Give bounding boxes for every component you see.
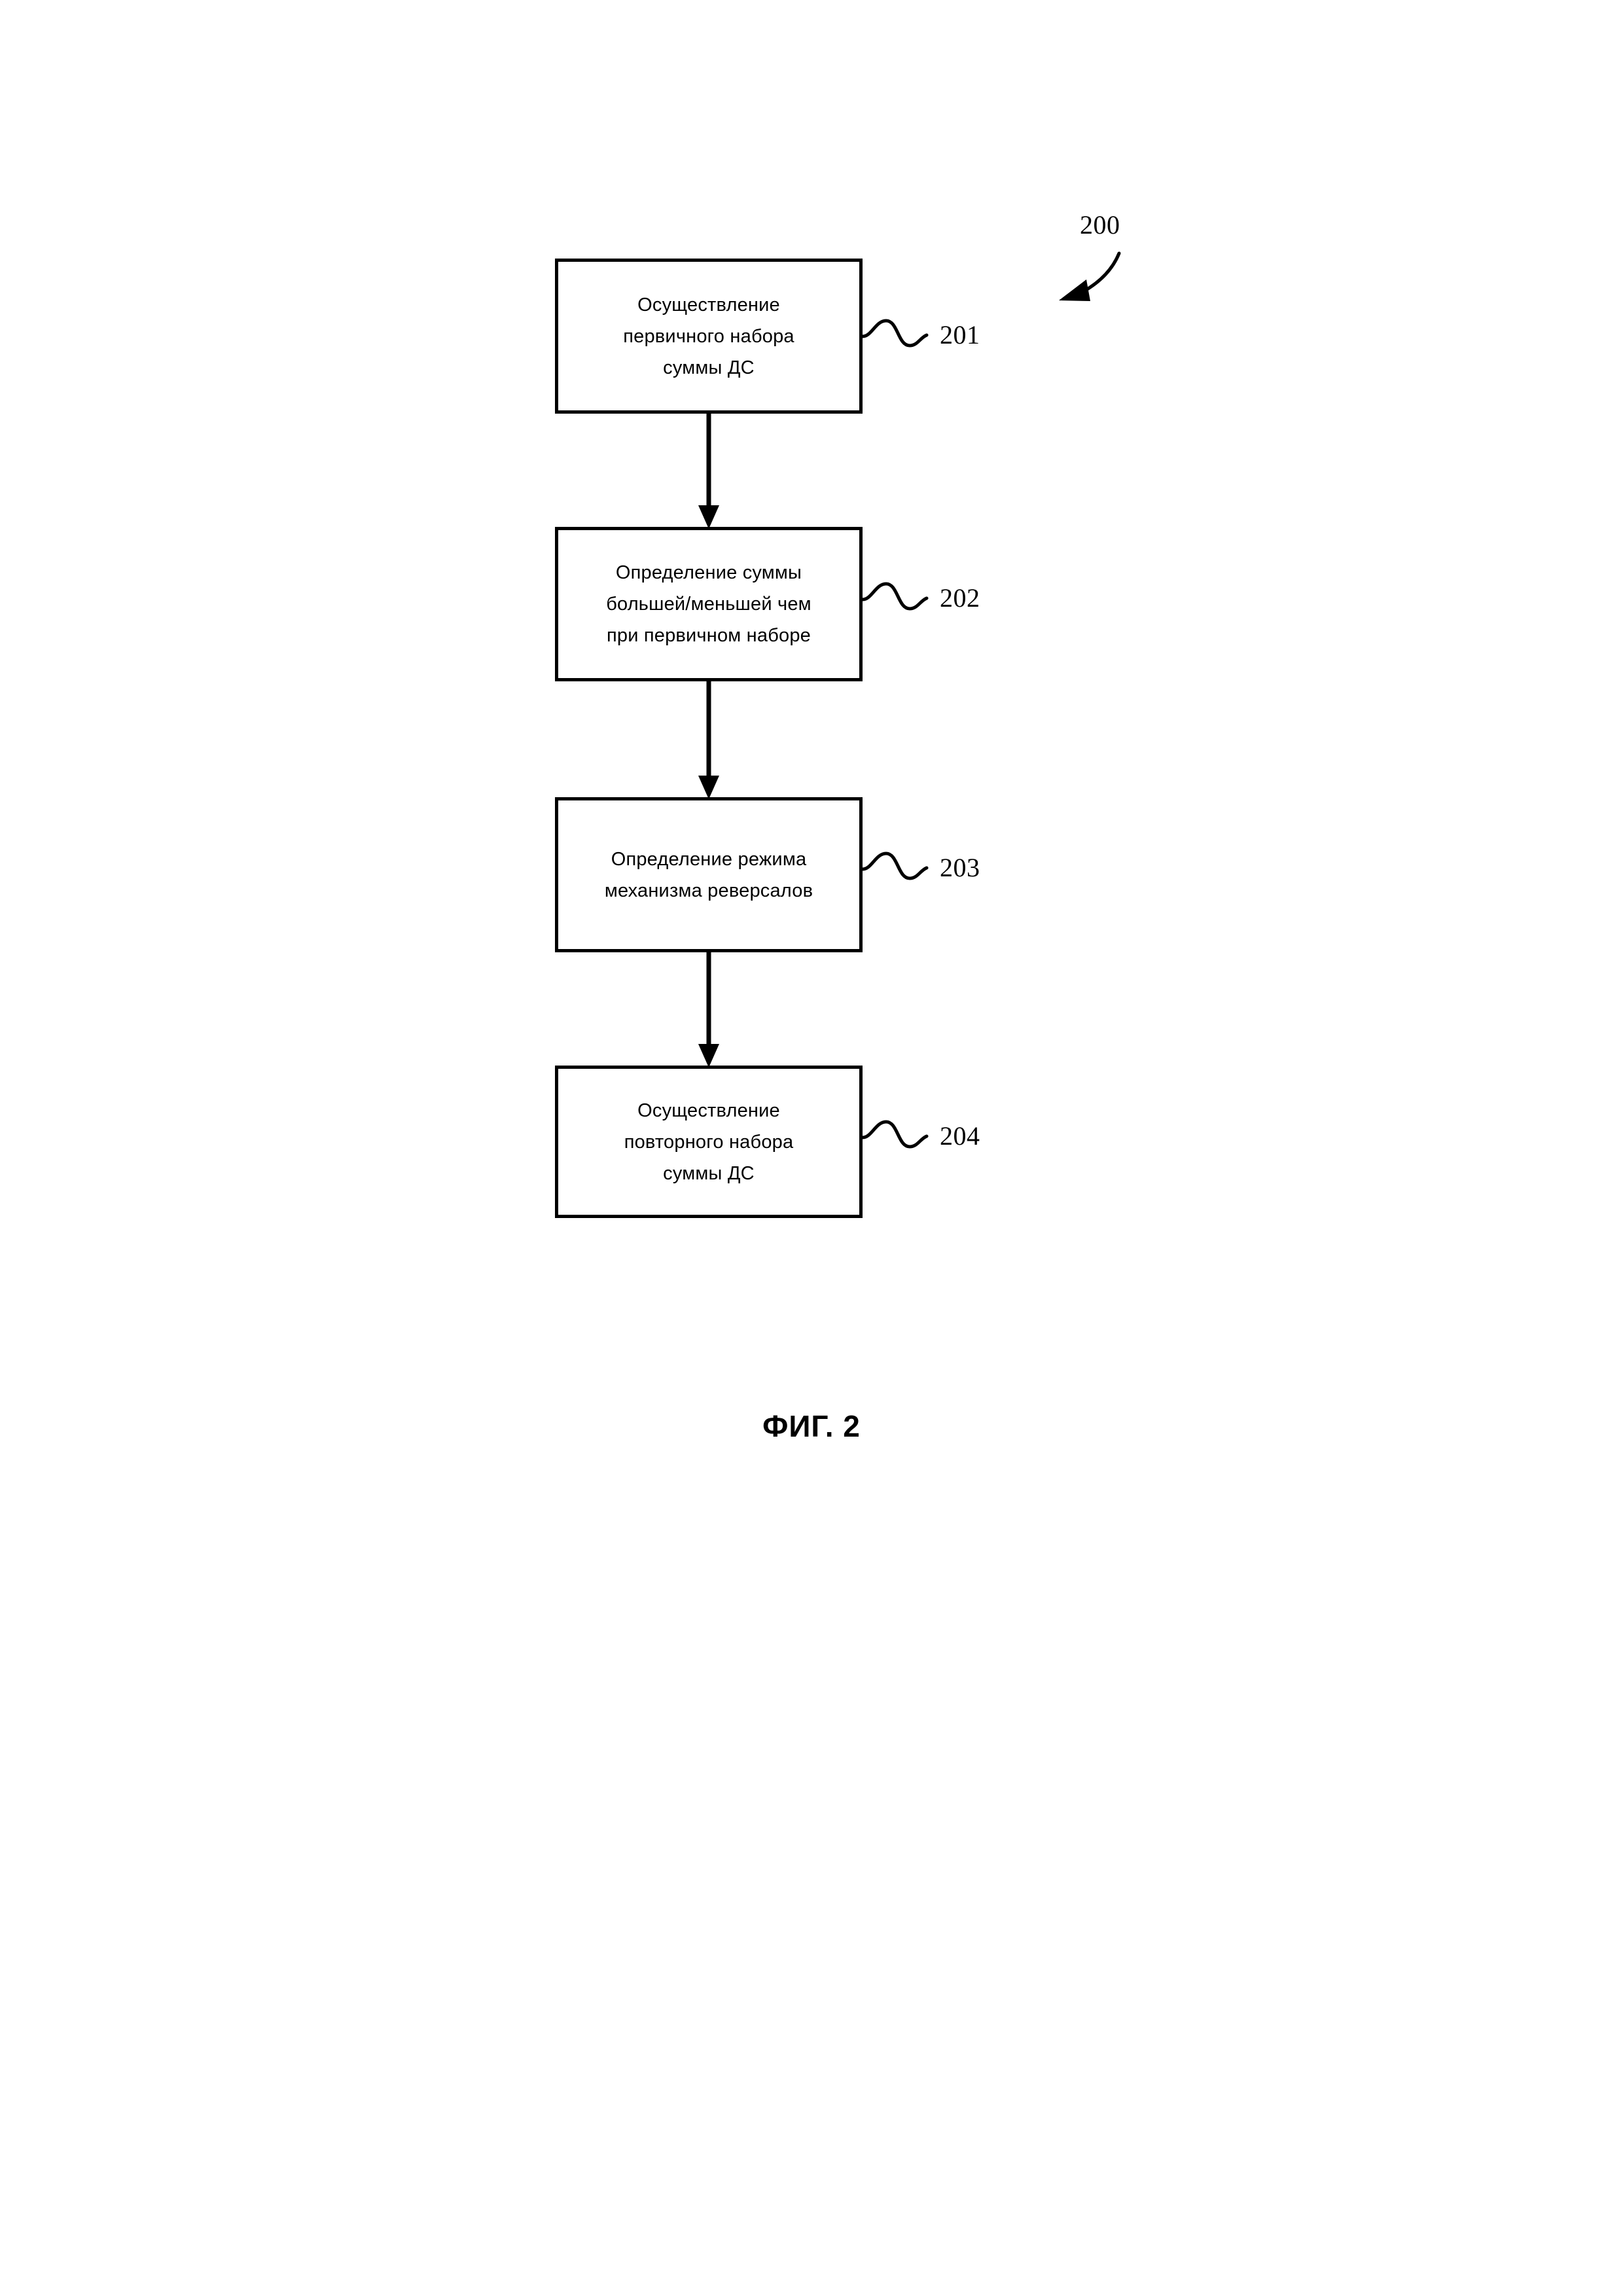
flow-connector-arrow-202-203 — [696, 680, 722, 799]
flow-step-label-201: Осуществление первичного набора суммы ДС — [623, 294, 794, 378]
reference-numeral-203: 203 — [940, 853, 980, 882]
leader-line-202 — [861, 576, 946, 622]
figure-caption: ФИГ. 2 — [762, 1409, 861, 1443]
flow-step-label-203: Определение режима механизма реверсалов — [604, 848, 813, 901]
leader-line-203 — [861, 846, 946, 891]
flow-step-label-204: Осуществление повторного набора суммы ДС — [624, 1100, 794, 1184]
flow-step-label-202: Определение суммы большей/меньшей чем пр… — [606, 562, 812, 646]
figure-reference-curved-arrow-icon — [1046, 245, 1137, 314]
flow-step-box-203[interactable]: Определение режима механизма реверсалов — [555, 797, 863, 952]
flow-connector-arrow-203-204 — [696, 951, 722, 1067]
reference-numeral-201: 201 — [940, 320, 980, 350]
reference-numeral-204: 204 — [940, 1121, 980, 1151]
flow-step-box-204[interactable]: Осуществление повторного набора суммы ДС — [555, 1066, 863, 1218]
reference-numeral-202: 202 — [940, 583, 980, 613]
flow-step-box-201[interactable]: Осуществление первичного набора суммы ДС — [555, 259, 863, 414]
figure-reference-numeral-200: 200 — [1080, 210, 1120, 240]
flow-connector-arrow-201-202 — [696, 412, 722, 529]
flow-step-box-202[interactable]: Определение суммы большей/меньшей чем пр… — [555, 527, 863, 681]
leader-line-204 — [861, 1114, 946, 1160]
leader-line-201 — [861, 313, 946, 359]
